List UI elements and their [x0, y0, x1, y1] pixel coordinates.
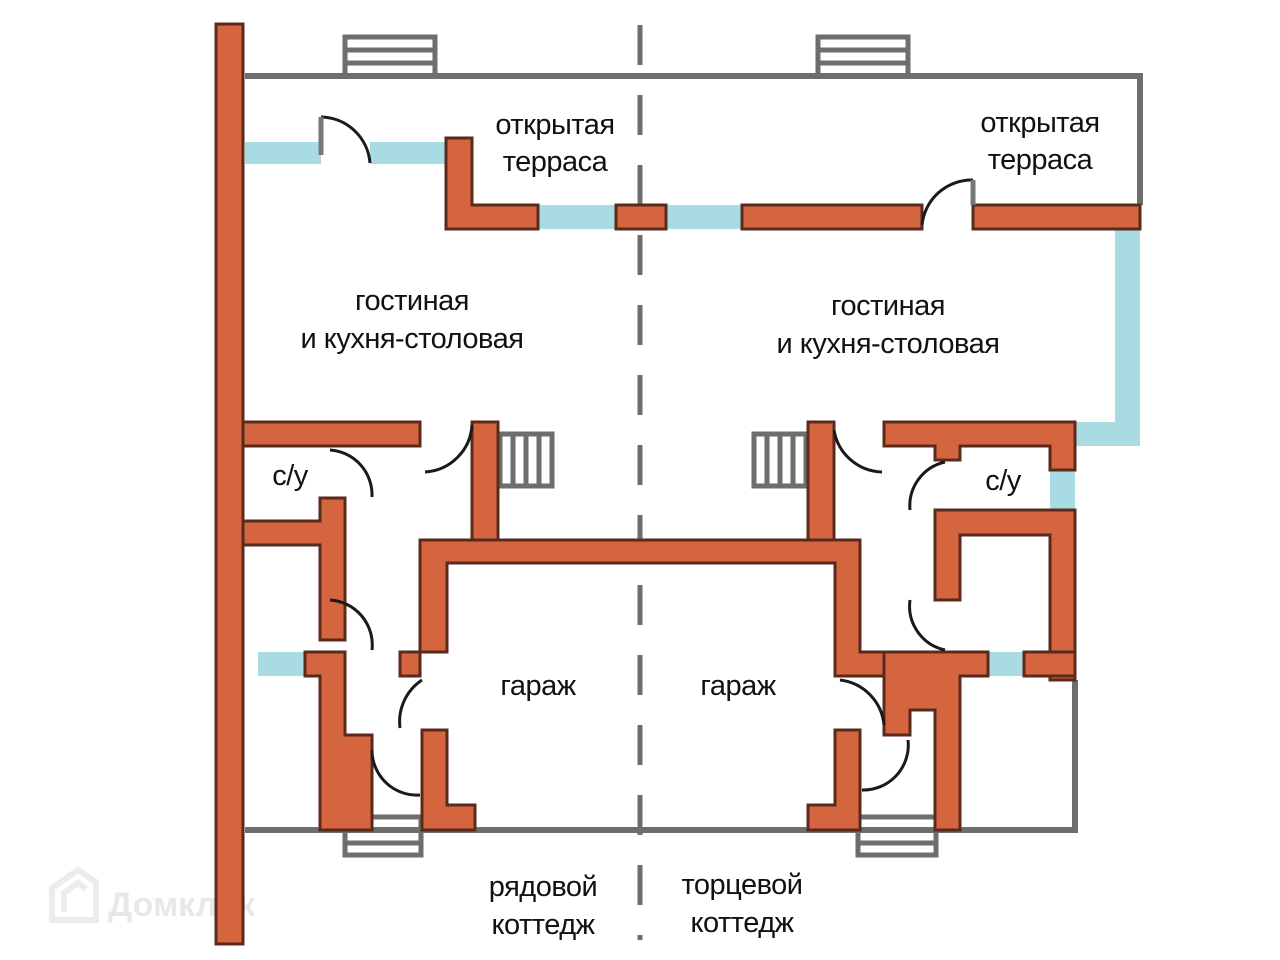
left-wc-label: с/у [272, 460, 309, 492]
walls [214, 22, 1142, 946]
right-living-label-2: и кухня-столовая [777, 328, 1000, 360]
door [908, 599, 946, 652]
stairs-top-right [815, 34, 911, 79]
door [329, 448, 374, 498]
stairs-inner-right [751, 431, 809, 489]
door [908, 460, 946, 511]
doors [318, 115, 976, 797]
door [920, 178, 974, 226]
door [424, 424, 474, 474]
left-terrace-label-2: терраса [503, 146, 609, 178]
window [370, 142, 446, 164]
window [1050, 470, 1075, 510]
left-living-label-1: гостиная [355, 285, 469, 317]
right-cottage-type-2: коттедж [690, 907, 794, 939]
right-living-label-1: гостиная [831, 290, 945, 322]
left-cottage-type-2: коттедж [491, 909, 595, 941]
right-cottage-type-1: торцевой [681, 869, 802, 901]
right-garage-label: гараж [700, 670, 776, 702]
window [258, 652, 308, 676]
window [245, 142, 321, 164]
right-terrace-label-2: терраса [988, 144, 1094, 176]
door [320, 115, 372, 164]
door [832, 429, 883, 474]
door [329, 598, 374, 651]
door [839, 678, 886, 726]
left-terrace-label-1: открытая [495, 109, 614, 141]
left-cottage-type-1: рядовой [489, 871, 597, 903]
stairs-inner-left [497, 431, 555, 489]
terrace-outline-top [245, 73, 1143, 205]
window [538, 205, 616, 229]
left-living-label-2: и кухня-столовая [301, 323, 524, 355]
right-wc-label: с/у [985, 465, 1022, 497]
house-logo-icon [49, 866, 99, 923]
window [666, 205, 742, 229]
door [861, 739, 910, 792]
window [988, 652, 1024, 676]
stairs-top-left [342, 34, 438, 79]
left-garage-label: гараж [500, 670, 576, 702]
door [398, 678, 423, 729]
outline-bottom [245, 680, 1078, 833]
door [370, 749, 421, 797]
stairs-bottom-right [855, 814, 939, 858]
windows [245, 142, 1140, 676]
window [1075, 229, 1140, 446]
right-terrace-label-1: открытая [980, 107, 1099, 139]
